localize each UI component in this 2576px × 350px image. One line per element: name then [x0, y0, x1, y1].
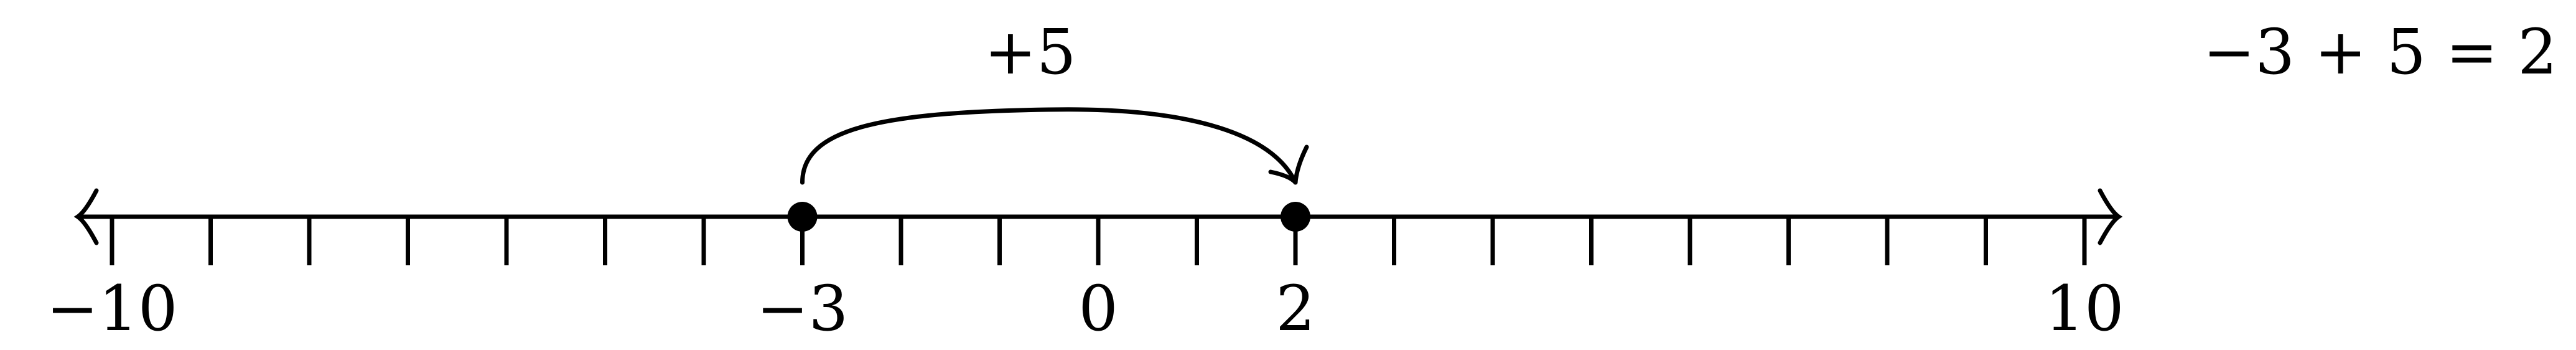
tick-label: −10: [46, 272, 177, 345]
jump-label: +5: [984, 16, 1076, 88]
point-start: [787, 202, 818, 232]
equation: −3 + 5 = 2: [2203, 16, 2557, 88]
tick-label: −3: [757, 272, 848, 345]
tick-label: 0: [1078, 272, 1118, 345]
tick-label: 2: [1276, 272, 1315, 345]
point-end: [1281, 202, 1310, 232]
right-arrowhead-icon: [2098, 188, 2123, 245]
left-arrowhead-icon: [73, 188, 99, 245]
tick-label: 10: [2045, 272, 2124, 345]
marked-points: [787, 202, 1310, 232]
tick-labels: −10 −3 0 2 10: [46, 272, 2124, 345]
jump-arc: [800, 107, 1298, 185]
jump-arrowhead-icon: [1268, 144, 1309, 185]
tick-marks: [110, 217, 2087, 265]
